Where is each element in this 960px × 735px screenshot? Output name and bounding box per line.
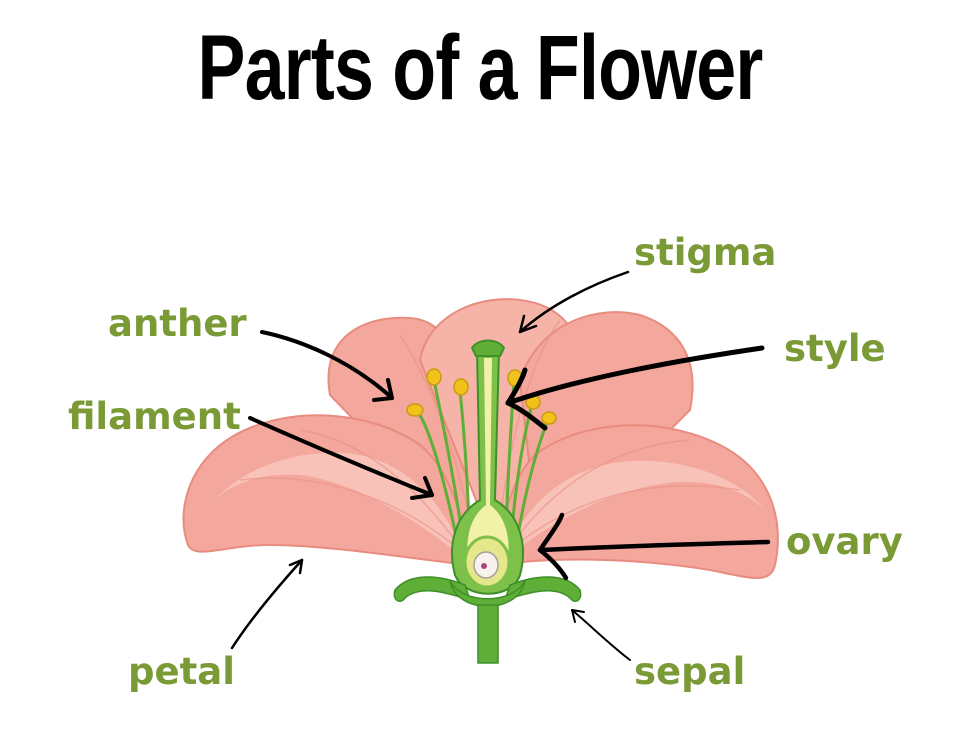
style-inner	[467, 358, 509, 581]
style-arrow	[505, 345, 765, 431]
anther-2	[426, 368, 442, 386]
filament-arrow	[248, 416, 434, 500]
ovary-arrow	[537, 512, 771, 581]
anther-6	[541, 411, 557, 425]
petal-arrow	[230, 558, 304, 650]
pistil	[451, 339, 524, 595]
stigma-arrow	[518, 270, 630, 334]
label-stigma: stigma	[634, 231, 777, 274]
sepal-arrow	[571, 609, 631, 661]
label-anther: anther	[108, 302, 247, 345]
receptacle-base	[449, 579, 526, 607]
receptacle	[393, 576, 582, 664]
petal-left-inner	[215, 452, 465, 560]
anther-1	[406, 403, 424, 417]
label-filament: filament	[68, 395, 241, 438]
stem	[477, 604, 499, 664]
petal-right-inner	[505, 460, 765, 560]
label-ovary: ovary	[786, 520, 903, 563]
label-sepal: sepal	[634, 650, 746, 693]
petals	[182, 298, 779, 579]
page-title: Parts of a Flower	[197, 17, 764, 119]
label-petal: petal	[128, 650, 235, 693]
arrows	[230, 270, 771, 661]
anther-arrow	[260, 330, 394, 402]
petal-right	[498, 424, 779, 579]
label-style: style	[784, 327, 886, 370]
anther-3	[453, 378, 469, 396]
petal-left	[182, 414, 472, 567]
stigma-shape	[470, 339, 506, 357]
